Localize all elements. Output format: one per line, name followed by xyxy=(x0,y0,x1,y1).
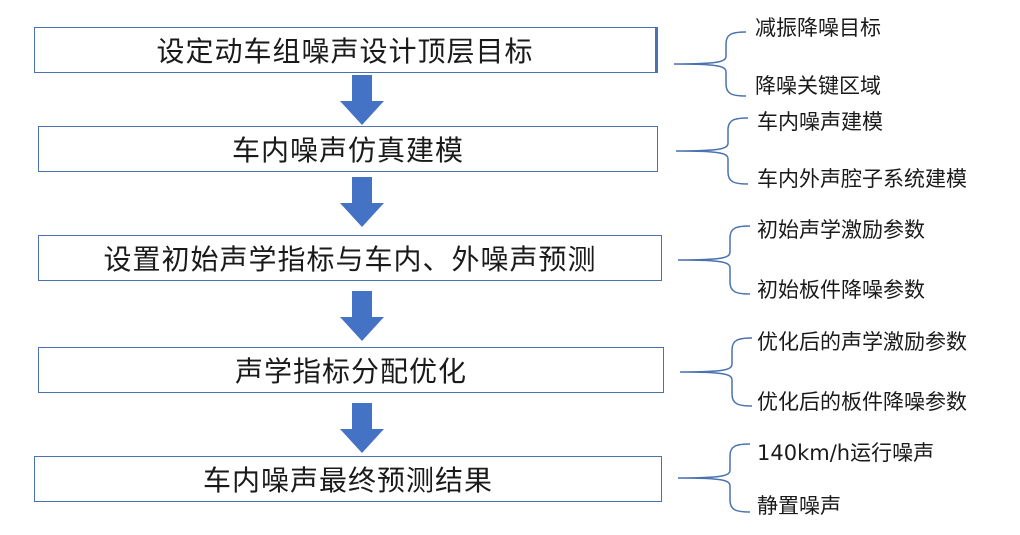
bracket-3 xyxy=(677,225,751,295)
output-label-1a: 减振降噪目标 xyxy=(755,16,881,40)
output-label-5a: 140km/h运行噪声 xyxy=(757,441,935,465)
bracket-1 xyxy=(673,31,747,97)
output-label-2b: 车内外声腔子系统建模 xyxy=(757,167,967,191)
step-label-2: 车内噪声仿真建模 xyxy=(231,134,464,167)
output-label-1b: 降噪关键区域 xyxy=(755,74,881,98)
output-label-5b: 静置噪声 xyxy=(757,494,841,518)
output-label-4b: 优化后的板件降噪参数 xyxy=(757,390,967,414)
step-label-1: 设定动车组噪声设计顶层目标 xyxy=(156,35,534,68)
step-box-5: 车内噪声最终预测结果 xyxy=(34,456,662,502)
output-label-3b: 初始板件降噪参数 xyxy=(757,278,925,302)
bracket-4 xyxy=(679,337,753,407)
bracket-2 xyxy=(675,117,749,185)
output-label-2a: 车内噪声建模 xyxy=(757,110,883,134)
step-box-2: 车内噪声仿真建模 xyxy=(38,126,658,172)
down-arrow-icon-3 xyxy=(340,291,384,341)
down-arrow-icon-4 xyxy=(340,403,384,453)
output-label-3a: 初始声学激励参数 xyxy=(757,218,925,242)
down-arrow-icon-2 xyxy=(340,177,384,227)
step-label-3: 设置初始声学指标与车内、外噪声预测 xyxy=(103,243,597,276)
step-label-4: 声学指标分配优化 xyxy=(234,355,467,388)
step-box-4: 声学指标分配优化 xyxy=(38,347,664,393)
step-box-3: 设置初始声学指标与车内、外噪声预测 xyxy=(38,235,662,281)
bracket-5 xyxy=(677,443,751,513)
down-arrow-icon-1 xyxy=(340,75,384,125)
step-box-1: 设定动车组噪声设计顶层目标 xyxy=(34,27,656,73)
output-label-4a: 优化后的声学激励参数 xyxy=(757,330,967,354)
step-label-5: 车内噪声最终预测结果 xyxy=(202,464,493,497)
